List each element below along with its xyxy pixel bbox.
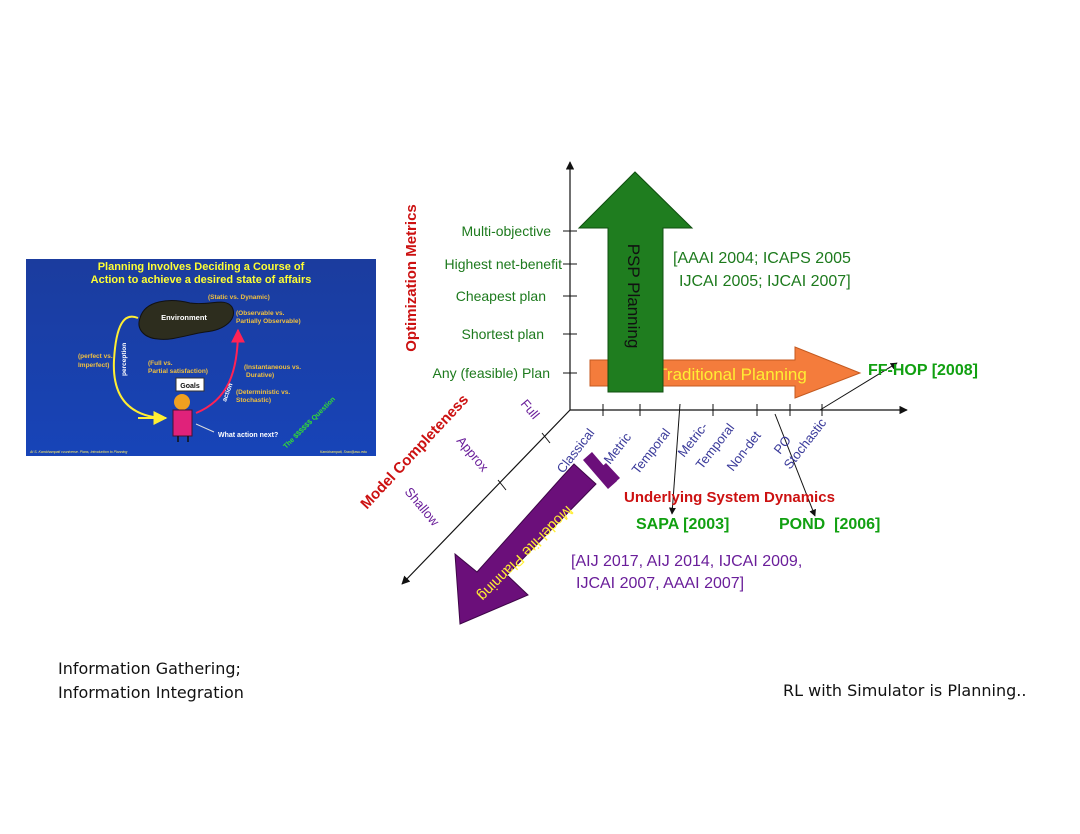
inset-footer-right: Kambhampati, Srao@asu.edu — [320, 450, 367, 454]
psp-refs-line2: IJCAI 2005; IJCAI 2007] — [679, 273, 851, 290]
psp-refs-line1: [AAAI 2004; ICAPS 2005 — [673, 250, 851, 267]
psp-planning-label: PSP Planning — [624, 244, 643, 349]
agent-head — [174, 394, 190, 410]
z-tick-mark — [541, 432, 551, 444]
traditional-planning-label: Traditional Planning — [657, 365, 807, 384]
caption-right-line: RL with Simulator is Planning.. — [783, 681, 1027, 700]
perception-loop — [112, 315, 161, 419]
axes — [401, 161, 908, 585]
environment-blob — [138, 300, 234, 340]
agent-body — [172, 409, 193, 437]
z-axis — [401, 409, 571, 585]
environment-label: Environment — [161, 313, 207, 322]
deterministic-label-2: Stochastic) — [236, 397, 271, 404]
caption-left-line2: Information Integration — [58, 683, 244, 702]
y-tick-label: Any (feasible) Plan — [432, 365, 550, 381]
inset-slide: Planning Involves Deciding a Course of A… — [26, 259, 376, 456]
goals-label: Goals — [180, 383, 200, 390]
z-tick-label: Shallow — [402, 484, 443, 529]
action-arc — [195, 328, 245, 414]
z-axis-ticks: Full Approx Shallow — [402, 396, 551, 529]
inset-background — [26, 259, 376, 456]
y-tick-label: Shortest plan — [462, 326, 545, 342]
z-tick-label: Full — [518, 396, 543, 422]
x-axis-title: Underlying System Dynamics — [624, 489, 835, 506]
z-tick-mark — [497, 479, 507, 491]
pond-pointer — [774, 413, 816, 517]
full-partial-label-2: Partial satisfaction) — [148, 368, 208, 375]
caption-right: RL with Simulator is Planning.. — [783, 679, 1026, 703]
what-action-next-label: What action next? — [218, 432, 278, 439]
observable-label-1: (Observable vs. — [236, 310, 285, 317]
pond-label: POND [2006] — [779, 516, 880, 533]
instantaneous-label-1: (Instantaneous vs. — [244, 364, 301, 371]
model-lite-planning-arrow: Model-lite Planning — [454, 452, 620, 625]
perfect-label-2: Imperfect) — [78, 362, 109, 369]
static-dynamic-label: (Static vs. Dynamic) — [208, 294, 270, 301]
sapa-label: SAPA [2003] — [636, 516, 729, 533]
model-lite-refs-line2: IJCAI 2007, AAAI 2007] — [576, 575, 744, 592]
perception-label: perception — [121, 343, 128, 376]
x-tick-label: Metric — [601, 429, 635, 467]
caption-left-line1: Information Gathering; — [58, 659, 241, 678]
caption-left: Information Gathering; Information Integ… — [58, 657, 244, 705]
y-axis-title: Optimization Metrics — [403, 204, 420, 352]
sapa-pointer — [668, 403, 681, 515]
y-tick-label: Cheapest plan — [456, 288, 546, 304]
psp-arrow-shape — [577, 171, 694, 393]
ffhop-pointer — [819, 362, 898, 411]
x-tick-label: Temporal — [629, 425, 674, 476]
instantaneous-label-2: Durative) — [246, 372, 274, 379]
y-axis-ticks: Multi-objective Highest net-benefit Chea… — [432, 223, 577, 381]
model-lite-arrow-shape — [454, 463, 597, 625]
what-next-pointer — [195, 423, 215, 433]
psp-planning-arrow: PSP Planning — [577, 171, 694, 393]
inset-title-line2: Action to achieve a desired state of aff… — [91, 274, 312, 286]
y-tick-label: Multi-objective — [462, 223, 552, 239]
observable-label-2: Partially Observable) — [236, 318, 301, 325]
perfect-label-1: (perfect vs. — [78, 353, 113, 360]
inset-footer-left: At S. Kambhampati cvuniverse. Plans, Int… — [29, 450, 127, 454]
inset-title-line1: Planning Involves Deciding a Course of — [98, 261, 305, 273]
z-tick-label: Approx — [454, 433, 492, 475]
full-partial-label-1: (Full vs. — [148, 360, 173, 367]
model-lite-refs-line1: [AIJ 2017, AIJ 2014, IJCAI 2009, — [571, 553, 802, 570]
ffhop-label: FF-HOP [2008] — [868, 362, 978, 379]
deterministic-label-1: (Deterministic vs. — [236, 389, 290, 396]
goals-box — [175, 377, 205, 392]
model-lite-stripe-2 — [597, 463, 620, 486]
y-tick-label: Highest net-benefit — [444, 256, 562, 272]
